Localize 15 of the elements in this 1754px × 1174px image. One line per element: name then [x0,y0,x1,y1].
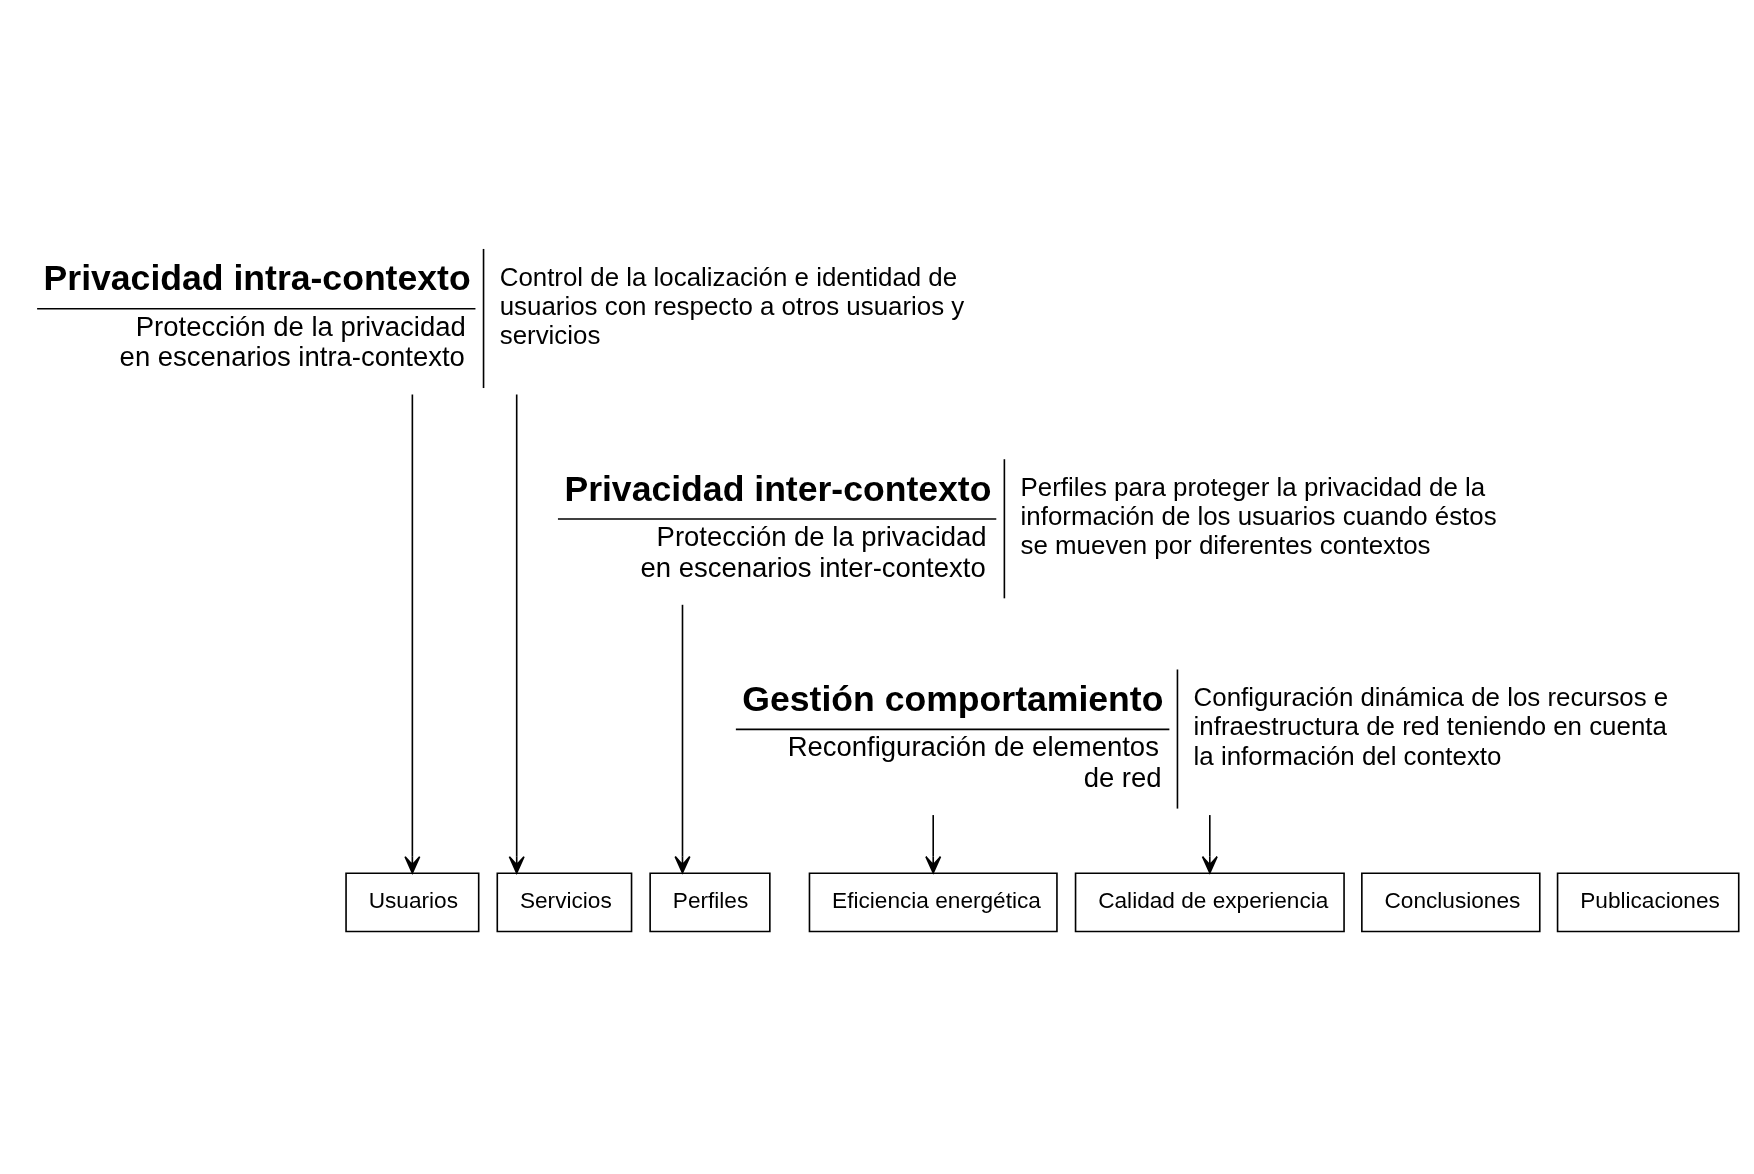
node-box: Servicios [496,872,633,933]
node-text: Privacidad intra-contexto Protección de la privacidad en escenarios intra-contexto Control de la localización e identidad de usuarios con respecto a otros usuarios y servicios [43,258,965,373]
node-box: Conclusiones [1361,872,1541,933]
node-box: Usuarios [345,872,480,933]
node-box: Publicaciones [1556,872,1740,933]
node-box: Calidad de experiencia [1074,872,1345,933]
node-box: Eficiencia energética [808,872,1058,933]
arrow [1201,814,1218,874]
arrow [508,393,525,874]
node-box: Perfiles [649,872,771,933]
node-text: Privacidad inter-contexto Protección de la privacidad en escenarios inter-contexto Perfiles para proteger la privacidad de la información de los usuarios cuando éstos se mueven por diferentes contextos [564,468,1497,583]
arrow [674,604,691,874]
arrow [925,814,942,874]
arrow [404,393,421,874]
node-text: Gestión comportamiento Reconfiguración de elementos de red Configuración dinámica de los recursos e infraestructura de red teniendo en cuenta la información del contexto [742,678,1669,793]
